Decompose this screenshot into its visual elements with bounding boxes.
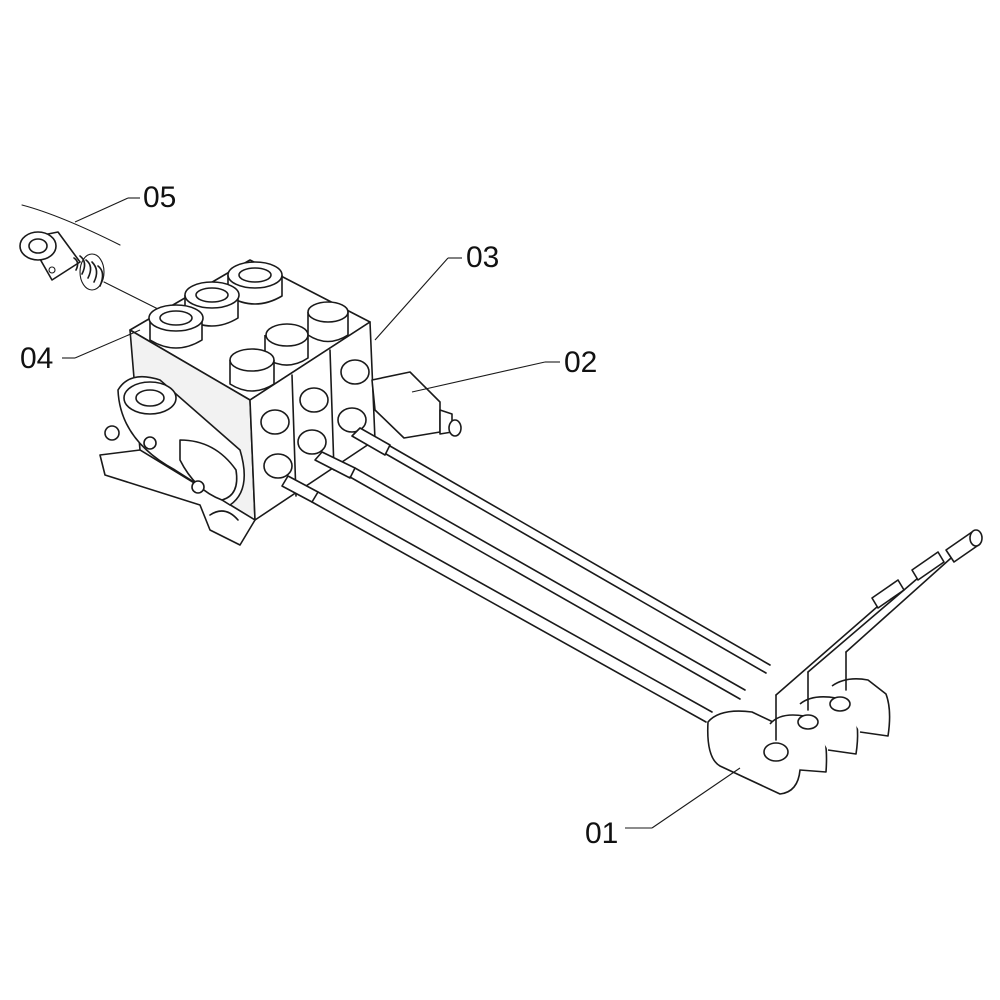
port-3: [148, 304, 204, 349]
hex-plug-3: [229, 348, 275, 392]
lever-2: [807, 551, 945, 711]
callout-02: 02: [564, 346, 597, 379]
spool-rods: [263, 407, 771, 723]
leader-02: [411, 361, 546, 393]
callout-01: 01: [585, 817, 618, 850]
leader-04: [74, 329, 141, 359]
part-01-lever-bracket: [706, 678, 891, 795]
part-02-relief-valve: [371, 371, 462, 439]
leader-03: [374, 257, 449, 341]
hex-plug-1: [307, 301, 349, 343]
callout-05: 05: [143, 181, 176, 214]
leader-lines: [62, 197, 741, 829]
lever-3: [845, 529, 983, 691]
callout-03: 03: [466, 241, 499, 274]
leader-05: [74, 197, 129, 223]
spool-rod-1: [337, 407, 771, 674]
lever-1: [775, 579, 905, 741]
port-1: [227, 261, 283, 305]
spool-rod-2: [297, 429, 746, 700]
spool-rod-3: [263, 453, 713, 723]
leader-01: [651, 767, 741, 829]
control-levers: [775, 529, 983, 741]
valve-ports: [148, 261, 370, 435]
hex-plug-2: [264, 323, 309, 366]
callout-04: 04: [20, 342, 53, 375]
part-05-end-cap-and-spring: [19, 204, 161, 311]
